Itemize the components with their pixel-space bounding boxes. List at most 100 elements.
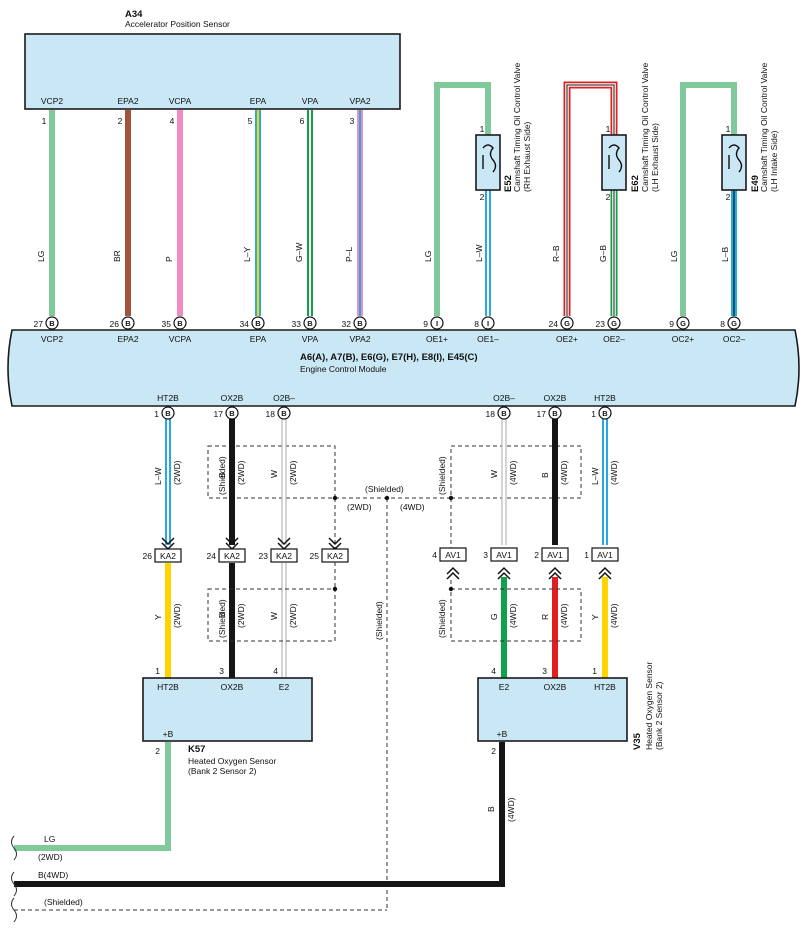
av1-connectors: AV1 AV1 AV1 AV1 4 3 2 1 xyxy=(432,547,619,580)
k57-term: OX2B xyxy=(221,682,244,692)
ka2-pin: 26 xyxy=(143,551,153,561)
conn-letter: B xyxy=(229,409,235,418)
ecm-term: O2B– xyxy=(273,393,295,403)
wire-color-label: W xyxy=(269,470,279,478)
ecm-pin-number: 1 xyxy=(154,409,159,419)
conn-letter: B xyxy=(165,409,171,418)
a34-code: A34 xyxy=(125,9,143,20)
connector-arrow-icon xyxy=(598,566,612,580)
wire-color-label: L–W xyxy=(474,245,484,262)
v35-sensor-box xyxy=(477,677,628,742)
wire-color-label: L–B xyxy=(720,247,730,262)
pin-circle xyxy=(497,406,511,420)
k57-term: E2 xyxy=(279,682,290,692)
k57-name: Heated Oxygen Sensor xyxy=(188,756,277,766)
k57-terminals: 1 3 4 HT2B OX2B E2 +B 2 xyxy=(155,666,289,756)
wire-color-label: L–W xyxy=(153,468,163,485)
ka2-pin: 25 xyxy=(310,551,320,561)
ecm-term: VCP2 xyxy=(41,334,63,344)
wire-break-icons xyxy=(11,835,17,923)
pin-circle xyxy=(121,316,135,330)
wire-color-label: W xyxy=(269,612,279,620)
pin-circle xyxy=(161,406,175,420)
v35-term: +B xyxy=(497,729,508,739)
wire-color-label: G–W xyxy=(294,243,304,262)
break-icon xyxy=(11,835,17,861)
ecm-term: OE1– xyxy=(477,334,499,344)
e49-side: (LH Intake Side) xyxy=(769,130,779,192)
pin-circle xyxy=(45,316,59,330)
v35-plusb-wire-color: B xyxy=(486,806,496,812)
e49-name: Camshaft Timing Oil Control Valve xyxy=(759,62,769,192)
ka2-label: KA2 xyxy=(224,551,240,561)
ecm-pin-number: 34 xyxy=(240,319,250,329)
pin-circle xyxy=(225,406,239,420)
wire-rb-tracer xyxy=(566,84,615,316)
a34-sensor-box xyxy=(24,33,401,110)
shield-label-right: (Shielded) xyxy=(437,456,447,495)
e52-name: Camshaft Timing Oil Control Valve xyxy=(512,62,522,192)
ecm-term: O2B– xyxy=(493,393,515,403)
upper-wire-labels: L–W (2WD) B (2WD) W (2WD) W (4WD) B (4WD… xyxy=(153,460,619,485)
conn-letter: B xyxy=(255,319,261,328)
av1-label: AV1 xyxy=(597,550,613,560)
wire-variant-label: (2WD) xyxy=(288,460,298,485)
ecm-top-pins xyxy=(45,316,741,330)
pin-circle xyxy=(727,316,741,330)
ecm-pin-number: 8 xyxy=(474,319,479,329)
ecm-term: OX2B xyxy=(544,393,567,403)
a34-pin: 4 xyxy=(170,116,175,126)
e49-code: E49 xyxy=(750,175,761,192)
ecm-top-conn-letters: B B B B B B I I G G G G xyxy=(49,319,737,328)
a34-pin: 6 xyxy=(300,116,305,126)
wire-color-label: G–B xyxy=(598,245,608,262)
a34-term-vpa2: VPA2 xyxy=(349,96,370,106)
wire-color-label: LG xyxy=(36,251,46,262)
ka2-connector-box xyxy=(218,548,246,563)
e49-label: Camshaft Timing Oil Control Valve (LH In… xyxy=(750,62,779,192)
a34-term-vcp2: VCP2 xyxy=(41,96,63,106)
connector-arrow-icon xyxy=(446,566,460,580)
wire-b-plusb-4wd xyxy=(14,742,505,887)
valve-pin: 1 xyxy=(480,124,485,134)
ka2-label: KA2 xyxy=(160,551,176,561)
shield-box-2wd-lower xyxy=(207,588,336,642)
wire-variant-label: (4WD) xyxy=(508,460,518,485)
ecm-pin-number: 32 xyxy=(342,319,352,329)
wire-variant-label: (2WD) xyxy=(172,603,182,628)
v35-term: OX2B xyxy=(544,682,567,692)
k57-term: +B xyxy=(163,729,174,739)
conn-letter: G xyxy=(731,319,737,328)
shield-label-lower-right: (Shielded) xyxy=(437,599,447,638)
av1-label: AV1 xyxy=(547,550,563,560)
av1-connector-box xyxy=(490,547,518,562)
v35-term: E2 xyxy=(499,682,510,692)
coil-icon xyxy=(482,144,497,173)
ecm-pin-number: 9 xyxy=(669,319,674,329)
k57-pin: 1 xyxy=(155,666,160,676)
conn-letter: I xyxy=(436,319,438,328)
a34-wire-colors: LG BR P L–Y G–W P–L xyxy=(36,243,354,262)
connector-arrow-icon xyxy=(548,566,562,580)
pin-circle xyxy=(598,406,612,420)
ecm-pin-number: 9 xyxy=(423,319,428,329)
wire-color-label: W xyxy=(489,470,499,478)
ecm-term: OE1+ xyxy=(426,334,448,344)
ecm-term: OE2– xyxy=(603,334,625,344)
conn-letter: I xyxy=(487,319,489,328)
lower-wire-labels: Y (2WD) B (2WD) W (2WD) G (4WD) R (4WD) … xyxy=(153,603,619,628)
av1-connector-box xyxy=(439,547,467,562)
junction-dot xyxy=(384,495,390,501)
valve-pin: 1 xyxy=(606,124,611,134)
wire-variant-label: (4WD) xyxy=(609,603,619,628)
coil-icon xyxy=(608,144,623,173)
e52-label: Camshaft Timing Oil Control Valve (RH Ex… xyxy=(503,62,532,192)
conn-letter: B xyxy=(281,409,287,418)
conn-letter: B xyxy=(357,319,363,328)
a34-terminal-labels: VCP2 EPA2 VCPA EPA VPA VPA2 xyxy=(41,96,371,106)
wire-color-label: BR xyxy=(112,250,122,262)
valve-pin: 2 xyxy=(480,192,485,202)
conn-letter: G xyxy=(611,319,617,328)
ecm-code: A6(A), A7(B), E6(G), E7(H), E8(I), E45(C… xyxy=(300,352,478,363)
k57-sensor-box xyxy=(142,677,313,742)
